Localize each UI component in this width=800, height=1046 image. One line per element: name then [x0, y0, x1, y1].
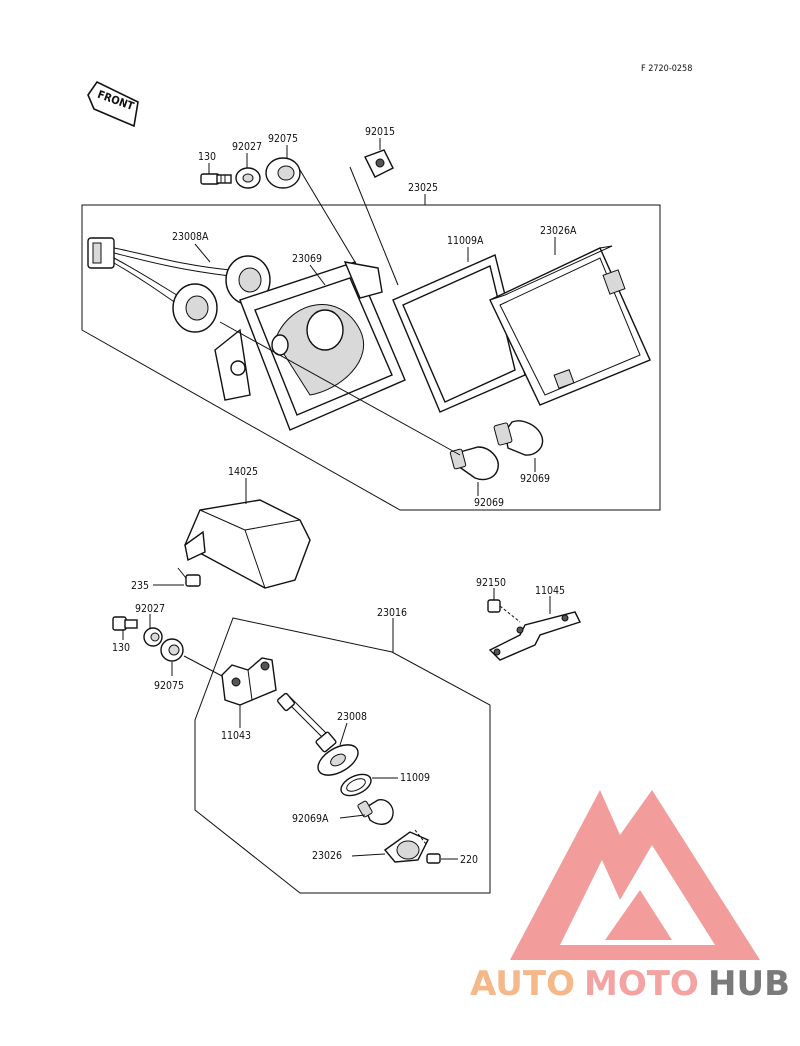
label-11045: 11045	[535, 585, 565, 597]
label-92075-top: 92075	[268, 133, 298, 145]
label-130-bottom: 130	[112, 642, 130, 654]
bulb-92069-b	[493, 420, 544, 456]
label-11009A: 11009A	[447, 235, 484, 247]
group-outline-23025	[81, 204, 661, 511]
watermark-auto: AUTO	[470, 964, 575, 1004]
housing-23069	[214, 261, 406, 431]
bulb-92069A	[357, 799, 394, 825]
label-220: 220	[460, 854, 478, 866]
label-92150: 92150	[476, 577, 506, 589]
label-23026A: 23026A	[540, 225, 577, 237]
label-92027-bottom: 92027	[135, 603, 165, 615]
diagram-code: F 2720-0258	[641, 64, 692, 74]
label-23026: 23026	[312, 850, 342, 862]
label-92069-a: 92069	[474, 497, 504, 509]
label-14025: 14025	[228, 466, 258, 478]
label-23069: 23069	[292, 253, 322, 265]
screw-235	[177, 567, 201, 587]
bolt-92150	[487, 599, 521, 623]
label-23008: 23008	[337, 711, 367, 723]
wire-harness-23008A	[87, 237, 271, 333]
label-23016: 23016	[377, 607, 407, 619]
bolt-130-bottom	[112, 616, 138, 631]
bolt-130-top	[200, 173, 232, 185]
group-outline-23016	[194, 617, 491, 894]
watermark-moto: MOTO	[584, 964, 699, 1004]
label-92075-bottom: 92075	[154, 680, 184, 692]
lens-23026A	[489, 245, 651, 406]
label-11009: 11009	[400, 772, 430, 784]
screw-220	[426, 853, 441, 864]
label-92069-b: 92069	[520, 473, 550, 485]
label-130-top: 130	[198, 151, 216, 163]
label-235: 235	[131, 580, 149, 592]
label-92069A: 92069A	[292, 813, 329, 825]
bracket-11043	[221, 657, 277, 706]
front-arrow-icon: FRONT	[87, 80, 139, 128]
lens-23026	[383, 829, 429, 863]
grommet-92075-top	[265, 157, 301, 189]
watermark-hub: HUB	[708, 964, 790, 1004]
nut-92015	[364, 149, 394, 178]
cover-14025	[184, 499, 311, 589]
bulb-92069-a	[449, 446, 499, 481]
label-92027-top: 92027	[232, 141, 262, 153]
collar-92027-bottom	[143, 627, 163, 647]
label-92015: 92015	[365, 126, 395, 138]
collar-92027-top	[235, 167, 261, 189]
label-23008A: 23008A	[172, 231, 209, 243]
watermark-logo-icon	[510, 790, 760, 960]
label-11043: 11043	[221, 730, 251, 742]
label-23025: 23025	[408, 182, 438, 194]
grommet-92075-bottom	[160, 638, 184, 662]
gasket-11009	[340, 773, 372, 797]
socket-23008	[277, 692, 359, 776]
bracket-11045	[488, 611, 581, 661]
